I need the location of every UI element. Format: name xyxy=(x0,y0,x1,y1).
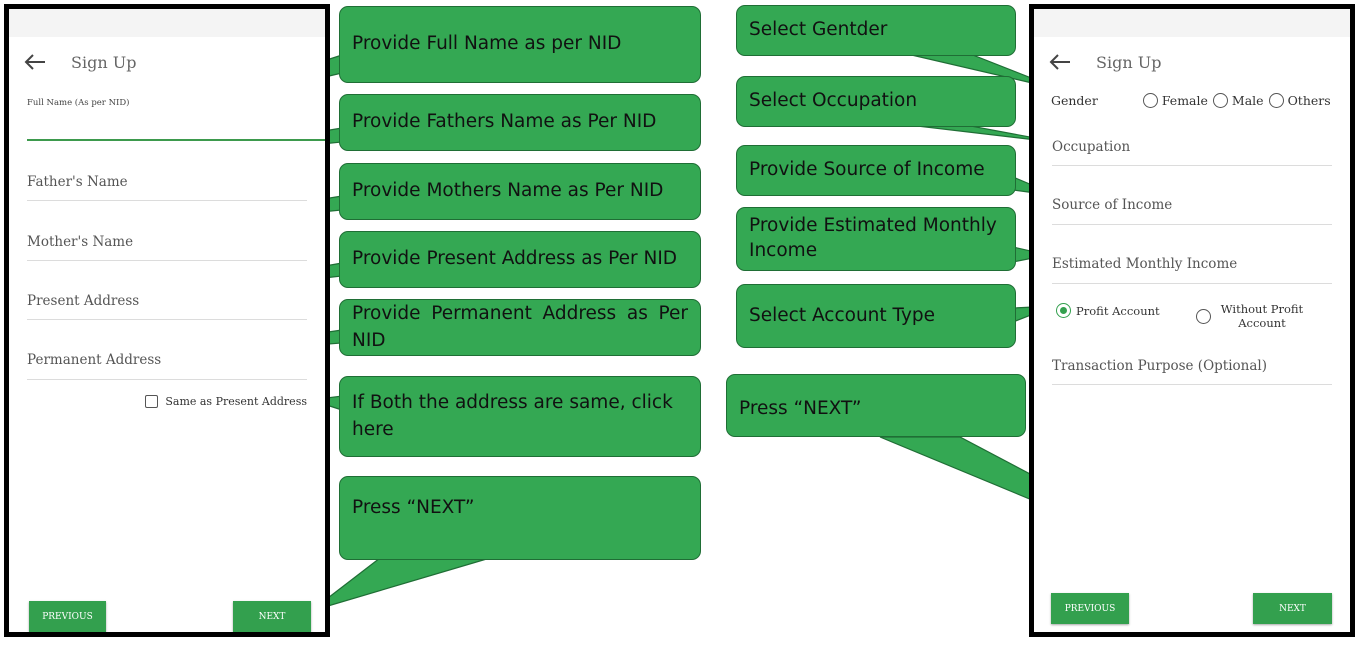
left-phone-screen: Sign Up Full Name (As per NID) Father's … xyxy=(4,4,330,637)
previous-button[interactable]: PREVIOUS xyxy=(29,601,106,632)
callout-source-income: Provide Source of Income xyxy=(736,145,1016,196)
estimated-monthly-income-field[interactable]: Estimated Monthly Income xyxy=(1052,256,1238,272)
gender-row: Gender Female Male Others xyxy=(1051,93,1338,108)
callout-gender: Select Gentder xyxy=(736,5,1016,56)
radio-icon[interactable] xyxy=(1142,93,1158,108)
page-title: Sign Up xyxy=(71,53,137,72)
callout-present-address: Provide Present Address as Per NID xyxy=(339,231,701,288)
present-address-field[interactable]: Present Address xyxy=(27,293,140,309)
account-option-label: Profit Account xyxy=(1076,303,1160,318)
permanent-address-field[interactable]: Permanent Address xyxy=(27,352,162,368)
status-bar xyxy=(1034,9,1350,37)
same-as-present-checkbox-row[interactable]: Same as Present Address xyxy=(145,395,307,408)
account-option-without-profit[interactable]: Without Profit Account xyxy=(1196,302,1307,331)
callout-press-next-right: Press “NEXT” xyxy=(726,374,1026,437)
occupation-field[interactable]: Occupation xyxy=(1052,139,1131,155)
callout-mothers-name: Provide Mothers Name as Per NID xyxy=(339,163,701,220)
divider xyxy=(1052,224,1332,225)
gender-option-label: Female xyxy=(1161,93,1208,108)
callout-press-next-left: Press “NEXT” xyxy=(339,476,701,560)
gender-option-female[interactable]: Female xyxy=(1142,93,1208,108)
checkbox[interactable] xyxy=(145,395,159,408)
status-bar xyxy=(9,9,325,37)
radio-selected-icon[interactable] xyxy=(1056,303,1071,318)
gender-option-male[interactable]: Male xyxy=(1212,93,1264,108)
radio-icon[interactable] xyxy=(1196,309,1211,325)
radio-icon[interactable] xyxy=(1268,93,1284,108)
mothers-name-field[interactable]: Mother's Name xyxy=(27,234,134,250)
fathers-name-field[interactable]: Father's Name xyxy=(27,174,128,190)
callout-fathers-name: Provide Fathers Name as Per NID xyxy=(339,94,701,151)
pointer-next-left xyxy=(310,557,491,612)
callout-occupation: Select Occupation xyxy=(736,76,1016,127)
divider xyxy=(1052,384,1332,385)
callout-monthly-income: Provide Estimated Monthly Income xyxy=(736,207,1016,271)
full-name-label: Full Name (As per NID) xyxy=(27,98,130,108)
back-arrow-icon[interactable] xyxy=(1046,47,1076,77)
full-name-input[interactable] xyxy=(27,139,325,141)
callout-full-name: Provide Full Name as per NID xyxy=(339,6,701,83)
same-as-present-label: Same as Present Address xyxy=(165,395,307,408)
divider xyxy=(1052,283,1332,284)
callout-account-type: Select Account Type xyxy=(736,284,1016,348)
gender-option-label: Male xyxy=(1231,93,1264,108)
divider xyxy=(27,200,307,201)
back-arrow-icon[interactable] xyxy=(21,47,51,77)
divider xyxy=(27,260,307,261)
divider xyxy=(27,319,307,320)
radio-icon[interactable] xyxy=(1212,93,1228,108)
next-button[interactable]: NEXT xyxy=(1253,593,1332,624)
gender-option-others[interactable]: Others xyxy=(1268,93,1331,108)
right-phone-screen: Sign Up Gender Female Male Others Occupa… xyxy=(1029,4,1355,637)
gender-label: Gender xyxy=(1051,93,1098,108)
account-option-profit[interactable]: Profit Account xyxy=(1056,303,1160,318)
gender-option-label: Others xyxy=(1287,93,1331,108)
next-button[interactable]: NEXT xyxy=(233,601,311,632)
previous-button[interactable]: PREVIOUS xyxy=(1051,593,1129,624)
account-option-label: Without Profit Account xyxy=(1220,302,1304,330)
callout-permanent-address: Provide Permanent Address as Per NID xyxy=(339,299,701,356)
source-of-income-field[interactable]: Source of Income xyxy=(1052,197,1173,213)
divider xyxy=(1052,165,1332,166)
divider xyxy=(27,379,307,380)
page-title: Sign Up xyxy=(1096,53,1162,72)
transaction-purpose-field[interactable]: Transaction Purpose (Optional) xyxy=(1052,358,1267,374)
callout-same-address: If Both the address are same, click here xyxy=(339,376,701,457)
